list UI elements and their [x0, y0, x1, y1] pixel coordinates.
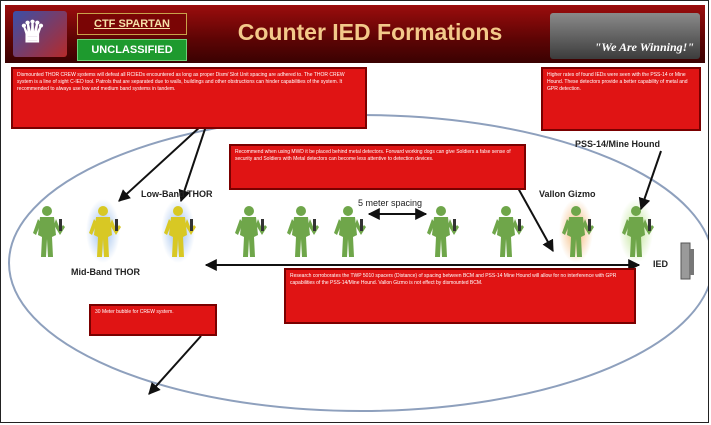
motto-text: "We Are Winning!": [594, 40, 694, 54]
note-spacing: Research corroborates the TWP 5010 space…: [284, 268, 636, 324]
soldier-icon: [427, 206, 459, 257]
soldier-icon: [33, 206, 65, 257]
label-mid-band-thor: Mid-Band THOR: [71, 267, 140, 277]
note-thor: Dismounted THOR CREW systems will defeat…: [11, 67, 367, 129]
ied-device-icon: [680, 242, 694, 280]
soldier-icon: [492, 206, 524, 257]
bubble-arrow: [148, 335, 202, 395]
note-mwd: Recommend when using MWD it be placed be…: [229, 144, 526, 190]
thor-arrow-mid: [118, 125, 202, 202]
crest-icon: ♛: [19, 15, 46, 50]
thor-arrow-low: [178, 125, 207, 203]
unit-logo: ♛: [13, 11, 67, 57]
soldier-icon: [334, 206, 366, 257]
label-low-band-thor: Low-Band THOR: [141, 189, 213, 199]
label-spacing: 5 meter spacing: [358, 198, 423, 208]
note-radius: 30 Meter bubble for CREW system.: [89, 304, 217, 336]
unit-label: CTF SPARTAN: [77, 13, 187, 35]
label-ied: IED: [653, 259, 669, 269]
slide-title: Counter IED Formations: [237, 19, 503, 45]
soldier-icon: [235, 206, 267, 257]
header-banner: ♛ CTF SPARTAN UNCLASSIFIED Counter IED F…: [5, 5, 705, 63]
mwd-arrow: [512, 178, 554, 253]
label-pss14: PSS-14/Mine Hound: [575, 139, 661, 149]
motto-banner: "We Are Winning!": [550, 13, 700, 59]
label-vallon-gizmo: Vallon Gizmo: [539, 189, 596, 199]
pss-arrow: [638, 150, 662, 211]
classification-label: UNCLASSIFIED: [77, 39, 187, 61]
soldier-icon: [287, 206, 319, 257]
note-hound: Higher rates of found IEDs were seen wit…: [541, 67, 701, 131]
